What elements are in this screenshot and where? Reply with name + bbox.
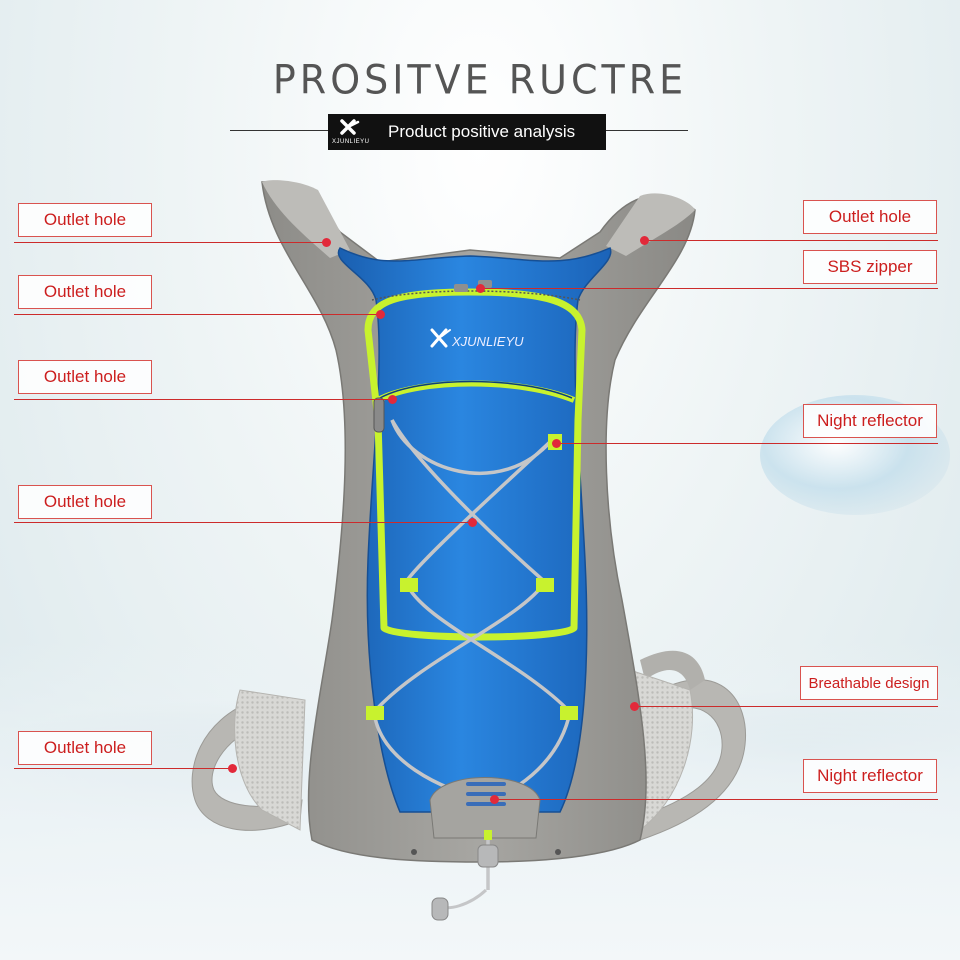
label-outlet-hole-4: Outlet hole	[18, 485, 152, 519]
callout-line-left-1	[14, 242, 326, 243]
callout-line-left-5	[14, 768, 232, 769]
callout-dot-right-2	[475, 283, 485, 293]
callout-dot-right-4	[629, 701, 639, 711]
title-rule-right	[606, 130, 688, 131]
title-rule-left	[230, 130, 328, 131]
callout-dot-left-4	[467, 517, 477, 527]
page-title: PROSITVE RUCTRE	[272, 56, 688, 104]
label-outlet-hole-1: Outlet hole	[18, 203, 152, 237]
callout-dot-left-1	[321, 237, 331, 247]
label-night-reflector-1: Night reflector	[803, 404, 937, 438]
label-outlet-hole-2: Outlet hole	[18, 275, 152, 309]
callout-line-right-2	[480, 288, 938, 289]
bag-logo-text: XJUNLIEYU	[451, 334, 524, 349]
callout-line-right-3	[556, 443, 938, 444]
label-sbs-zipper: SBS zipper	[803, 250, 937, 284]
label-night-reflector-2: Night reflector	[803, 759, 937, 793]
callout-line-left-3	[14, 399, 392, 400]
label-outlet-hole-3: Outlet hole	[18, 360, 152, 394]
callout-line-right-5	[494, 799, 938, 800]
callout-line-right-4	[634, 706, 938, 707]
callout-dot-left-3	[387, 394, 397, 404]
section-banner: XJUNLIEYU Product positive analysis	[328, 114, 606, 150]
callout-line-right-1	[644, 240, 938, 241]
brand-logo-icon: XJUNLIEYU	[328, 114, 374, 150]
bag-logo-icon: XJUNLIEYU	[430, 328, 524, 349]
callout-dot-right-5	[489, 794, 499, 804]
label-outlet-hole-5: Outlet hole	[18, 731, 152, 765]
label-breathable-design: Breathable design	[800, 666, 938, 700]
label-outlet-hole-right: Outlet hole	[803, 200, 937, 234]
callout-dot-right-1	[639, 235, 649, 245]
callout-dot-right-3	[551, 438, 561, 448]
callout-dot-left-5	[227, 763, 237, 773]
banner-text: Product positive analysis	[388, 122, 576, 141]
brand-logo-text: XJUNLIEYU	[332, 139, 370, 145]
callout-line-left-2	[14, 314, 380, 315]
callout-dot-left-2	[375, 309, 385, 319]
callout-line-left-4	[14, 522, 472, 523]
